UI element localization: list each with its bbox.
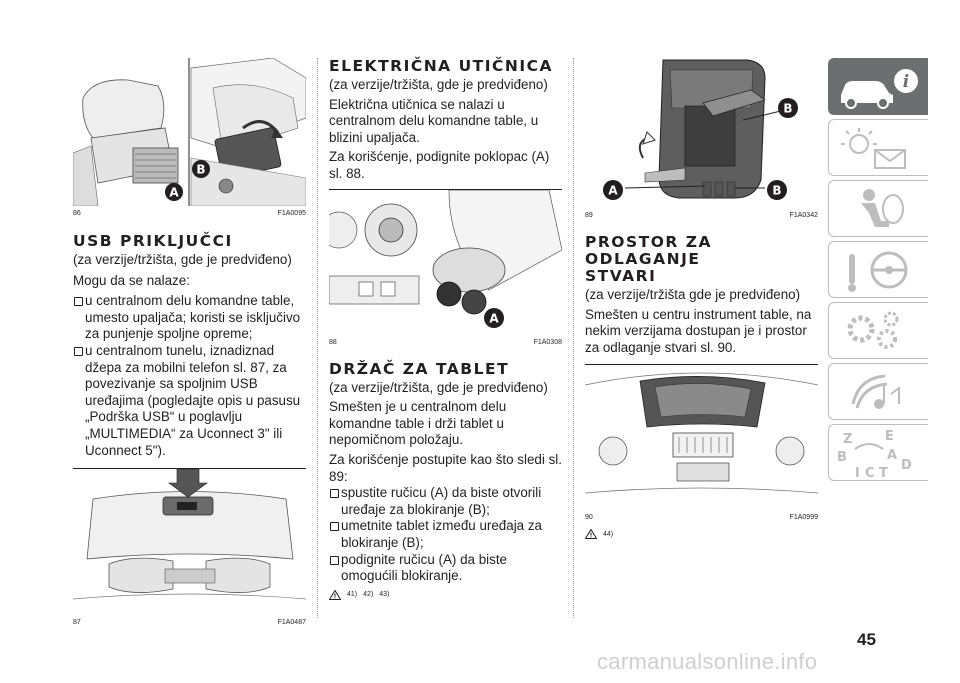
tab-multimedia[interactable] [828,363,928,420]
socket-availability: (za verzije/tržišta, gde je predviđeno) [329,77,548,92]
index-letter: B [837,450,847,465]
tab-warning-lights[interactable] [828,119,928,176]
index-letter: I [855,466,860,481]
figure-number: 89 [585,212,593,219]
usb-bullet-2: u centralnom tunelu, iznadiznad džepa za… [73,343,306,459]
storage-warning-refs: 44) [585,529,818,540]
ref-43: 43) [379,591,390,599]
figure-89-illustration: B A B [585,58,818,208]
index-letter: D [901,458,912,473]
page-number: 45 [857,630,876,649]
ref-42: 42) [363,591,374,599]
car-info-icon: i [841,69,918,109]
bullet-text: spustite ručicu (A) da biste otvorili ur… [341,485,542,517]
tab-car-info[interactable]: i [828,58,928,115]
socket-text: Električna utičnica se nalazi u centraln… [329,96,539,145]
figure-87 [73,468,306,616]
figure-89-label-b-top: B [783,102,792,116]
warning-lights-icon [841,128,906,169]
figure-88-label-a: A [489,311,499,325]
figure-number: 90 [585,514,593,522]
music-nav-icon [851,374,900,409]
tablet-availability: (za verzije/tržišta, gde je predviđeno) [329,379,548,395]
tablet-title: DRŽAČ ZA TABLET [329,359,510,378]
figure-90-caption: 90 F1A0999 [585,514,818,521]
figure-code: F1A0308 [533,338,562,346]
figure-code: F1A0487 [277,619,306,627]
chapter-tabs: i [828,58,928,485]
tab-starting-driving[interactable] [828,241,928,298]
tablet-bullet-1: spustite ručicu (A) da biste otvorili ur… [329,485,562,518]
usb-intro: Mogu da se nalaze: [73,272,190,288]
storage-title: PROSTOR ZA ODLAGANJE STVARI [585,233,712,285]
column-3: B A B 89 F1A0342 PROSTOR ZA ODLAGANJE ST… [585,58,818,540]
ref-44: 44) [603,530,614,538]
figure-number: 88 [329,338,337,346]
column-2: ELEKTRIČNA UTIČNICA (za verzije/tržišta,… [329,58,562,600]
figure-90-illustration [585,365,818,511]
figure-number: 87 [73,619,81,627]
usb-title: USB PRIKLJUČCI [73,232,233,250]
index-letter: T [879,466,888,481]
tablet-bullet-3: podignite ručicu (A) da biste omogućili … [329,552,562,585]
usb-bullet-1: u centralnom delu komandne table, umesto… [73,293,306,343]
figure-code: F1A0342 [789,212,818,219]
bullet-text: umetnite tablet između uređaja za blokir… [341,518,542,550]
figure-87-caption: 87 F1A0487 [73,619,306,626]
svg-text:i: i [903,72,909,92]
figure-89: B A B [585,58,818,208]
figure-88-caption: 88 F1A0308 [329,339,562,346]
figure-number: 86 [73,210,81,217]
usb-availability: (za verzije/tržišta, gde je predviđeno) [73,252,292,267]
index-letter: C [865,466,875,481]
alphabet-index-icon: Z E B A I C T D [837,429,912,481]
tablet-bullet-2: umetnite tablet između uređaja za blokir… [329,518,562,551]
socket-title: ELEKTRIČNA UTIČNICA [329,57,553,75]
gears-icon [847,311,899,349]
ref-41: 41) [347,591,358,599]
figure-89-label-b-bottom: B [772,184,781,198]
socket-usage: Za korišćenje, podignite poklopac (A) sl… [329,149,550,181]
index-letter: Z [843,432,852,447]
tablet-text: Smešten je u centralnom delu komandne ta… [329,399,507,448]
warning-triangle-icon [585,529,597,540]
figure-88: A [329,188,562,335]
figure-code: F1A0095 [277,210,306,217]
figure-87-illustration [73,469,306,616]
bullet-text: podignite ručicu (A) da biste omogućili … [341,551,507,584]
column-divider [573,58,574,618]
figure-code: F1A0999 [789,514,818,522]
index-letter: A [887,448,897,463]
tab-maintenance[interactable] [828,302,928,359]
index-letter: E [885,429,894,444]
figure-88-illustration: A [329,189,562,335]
figure-89-label-a: A [608,184,618,198]
figure-86-label-b: B [196,163,205,177]
warning-triangle-icon [329,589,341,600]
bullet-text: u centralnom tunelu, iznadiznad džepa za… [85,342,301,458]
tab-safety[interactable] [828,180,928,237]
column-divider [317,58,318,618]
tablet-usage: Za korišćenje postupite kao što sledi sl… [329,451,562,484]
figure-86-caption: 86 F1A0095 [73,210,306,217]
airbag-icon [861,189,904,227]
figure-90 [585,364,818,511]
steering-key-icon [848,251,908,292]
figure-86-label-a: A [169,186,179,200]
bullet-text: u centralnom delu komandne table, umesto… [85,293,301,342]
storage-availability: (za verzije/tržišta gde je predviđeno) [585,287,801,302]
storage-text: Smešten u centru instrument table, na ne… [585,306,812,355]
figure-86: A B [73,58,306,206]
column-1: A B 86 F1A0095 USB PRIKLJUČCI (za verzij… [73,58,306,626]
figure-89-caption: 89 F1A0342 [585,212,818,219]
watermark: carmanualsonline.info [597,649,818,674]
tablet-warning-refs: 41) 42) 43) [329,589,562,600]
tab-index[interactable]: Z E B A I C T D [828,424,928,481]
figure-86-illustration: A B [73,58,306,206]
